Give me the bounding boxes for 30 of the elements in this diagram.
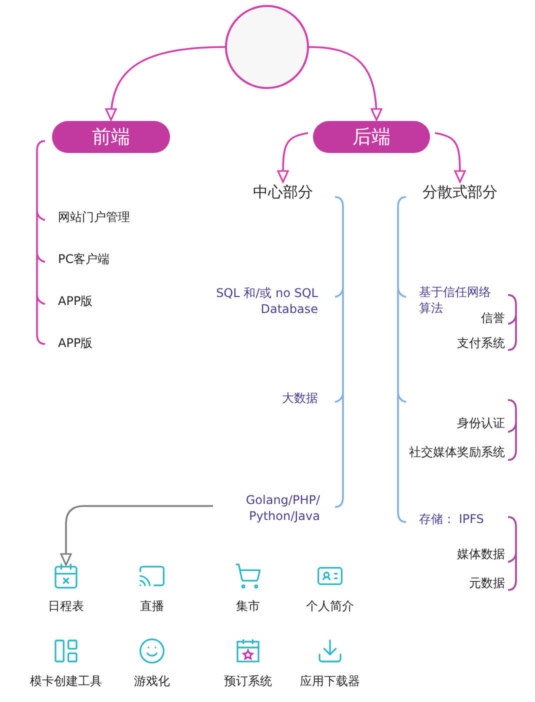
- item-text: 大数据: [281, 390, 318, 406]
- feature-caption: 日程表: [48, 598, 84, 615]
- arrow: [277, 132, 308, 183]
- feature-caption: 个人简介: [306, 598, 354, 615]
- pill-box: 后端: [313, 121, 430, 153]
- arrow: [106, 46, 226, 121]
- item-text: 身份认证: [456, 415, 505, 432]
- tech-stack-text: Golang/PHP/ Python/Java: [215, 492, 320, 528]
- item-text: 网站门户管理: [58, 209, 131, 226]
- section-heading: 分散式部分: [416, 183, 504, 205]
- item-text: SQL 和/或 no SQL Database: [215, 285, 318, 318]
- arrow: [308, 46, 382, 121]
- pill-box: 前端: [52, 121, 170, 153]
- section-heading: 中心部分: [245, 183, 321, 205]
- item-text: 存储： IPFS: [419, 511, 485, 528]
- item-text: 元数据: [468, 575, 505, 592]
- feature-caption: 游戏化: [134, 673, 170, 690]
- item-text: APP版: [58, 335, 94, 352]
- item-text: APP版: [58, 293, 94, 310]
- feature-caption: 应用下载器: [300, 673, 360, 690]
- item-text: PC客户端: [58, 251, 111, 268]
- item-text: 支付系统: [456, 335, 505, 352]
- feature-caption: 集市: [236, 598, 260, 615]
- item-text: 社交媒体奖励系统: [408, 444, 505, 460]
- arrow: [434, 132, 466, 183]
- arrow: [60, 505, 213, 566]
- item-text: 媒体数据: [456, 546, 505, 562]
- feature-caption: 直播: [140, 598, 164, 615]
- feature-caption: 预订系统: [224, 673, 272, 690]
- feature-caption: 模卡创建工具: [30, 673, 102, 690]
